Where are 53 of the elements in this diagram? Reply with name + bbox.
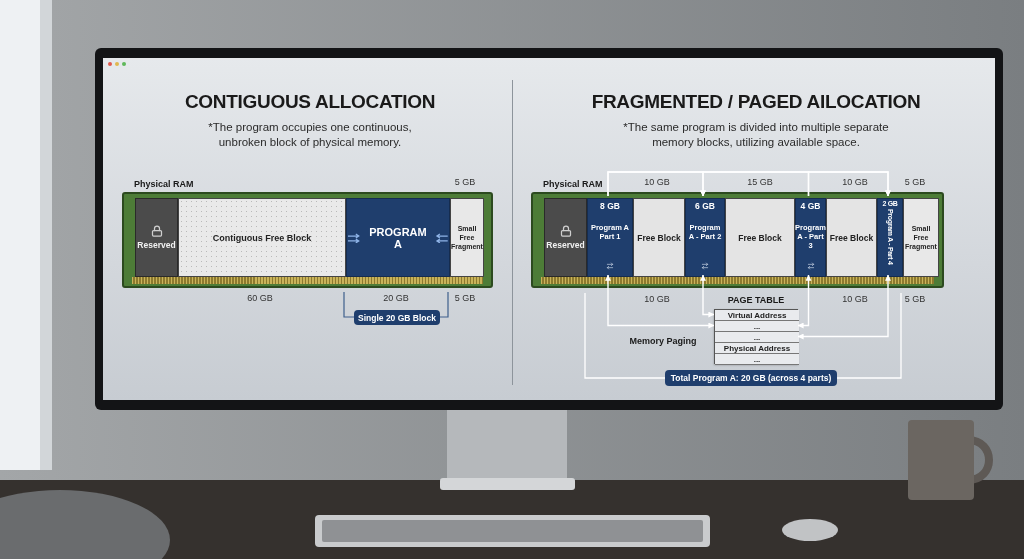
size-label: 60 GB [247, 293, 273, 303]
program-segment [346, 198, 450, 277]
panel-subtitle: *The program occupies one continuous, unbroken block of physical memory. [207, 120, 413, 150]
size-label: 15 GB [747, 177, 773, 187]
arrow [700, 171, 810, 197]
program-part-segment [877, 198, 903, 277]
free-fragment-segment [450, 198, 484, 277]
panel-subtitle: *The same program is divided into multiple separate memory blocks, utilizing available space. [622, 120, 890, 150]
annotation: Memory Paging [629, 336, 697, 346]
table-row: ... [715, 332, 799, 343]
total-badge: Total Program A: 20 GB (across 4 parts) [665, 370, 837, 386]
arrow [797, 274, 891, 340]
size-label: 4 GB [800, 202, 821, 211]
segment-label: Reserved [546, 240, 585, 250]
program-part-segment [587, 198, 633, 277]
size-label: 5 GB [904, 294, 926, 304]
program-part-segment [685, 198, 725, 277]
size-label: 10 GB [842, 177, 868, 187]
free-fragment-segment [903, 198, 939, 277]
free-segment [178, 198, 346, 277]
size-label: 5 GB [454, 177, 476, 187]
table-title: PAGE TABLE [727, 295, 785, 305]
segment-label: Reserved [137, 240, 176, 250]
table-row: ... [715, 321, 799, 332]
reserved-segment [135, 198, 178, 277]
panel-title: FRAGMENTED / PAGED AILOCATION [590, 91, 922, 113]
ram-label: Physical RAM [543, 179, 603, 189]
segment-label: Free Block [738, 232, 782, 243]
panel-title: CONTIGUOUS ALLOCATION [183, 91, 437, 113]
block-badge: Single 20 GB Block [354, 310, 440, 325]
segment-label: Free Block [637, 232, 681, 243]
segment-label: Free Block [829, 232, 874, 243]
arrow [807, 171, 891, 197]
segment-label: Contiguous Free Block [212, 232, 312, 243]
size-label: 5 GB [454, 293, 476, 303]
free-segment [725, 198, 795, 277]
ram-label: Physical RAM [134, 179, 194, 189]
arrow [797, 274, 812, 329]
program-part-segment [795, 198, 826, 277]
size-label: 10 GB [842, 294, 868, 304]
table-row: ... [715, 354, 799, 365]
size-label: 20 GB [383, 293, 409, 303]
size-label: 8 GB [600, 202, 620, 211]
size-label: 6 GB [695, 202, 715, 211]
free-segment [633, 198, 685, 277]
segment-label: PROGRAM A [368, 225, 428, 250]
reserved-segment [544, 198, 587, 277]
size-label: 5 GB [904, 177, 926, 187]
size-label: 10 GB [644, 294, 670, 304]
free-segment [826, 198, 877, 277]
arrow [605, 274, 715, 329]
arrow [700, 274, 715, 318]
size-label: 10 GB [644, 177, 670, 187]
